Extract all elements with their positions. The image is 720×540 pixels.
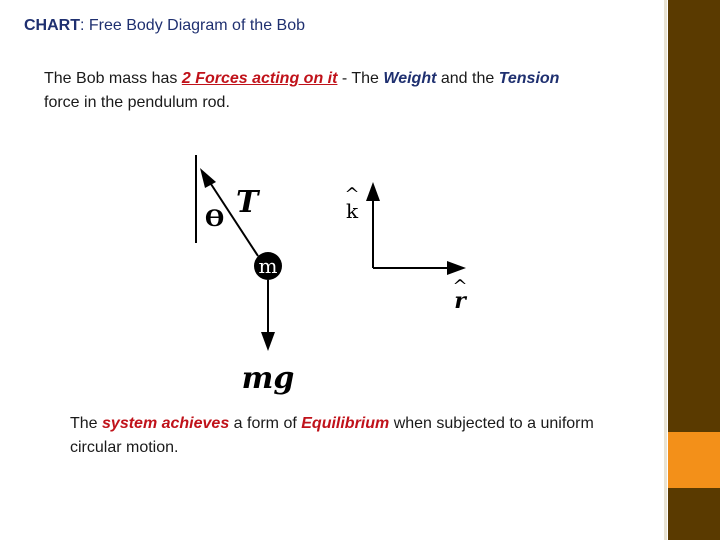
sidebar-accent-block <box>668 432 720 488</box>
title-text: : Free Body Diagram of the Bob <box>80 17 305 34</box>
slide-title: CHART: Free Body Diagram of the Bob <box>24 17 305 35</box>
intro-text-2: - The <box>337 70 384 87</box>
r-hat-label: r <box>454 288 467 314</box>
equilibrium-term: Equilibrium <box>301 415 390 432</box>
conclusion-text-1: The <box>70 415 103 432</box>
weight-arrowhead <box>261 332 275 351</box>
weight-label: mg <box>242 361 295 396</box>
intro-text-3: and the <box>436 70 499 87</box>
title-label: CHART <box>24 17 80 34</box>
bob-mass <box>254 252 282 280</box>
conclusion-paragraph: The system achieves a form of Equilibriu… <box>70 412 610 460</box>
r-axis-arrowhead <box>447 261 466 275</box>
conclusion-text-3: when subjected to a uniform circular mot… <box>70 415 594 456</box>
conclusion-text-2: a form of <box>229 415 302 432</box>
free-body-diagram: T ϴ m mg ^ k ^ r <box>195 155 468 396</box>
tension-arrowhead <box>200 168 216 188</box>
sidebar-divider <box>664 0 667 540</box>
intro-text-4: force in the pendulum rod. <box>44 94 230 111</box>
r-hat-symbol: ^ <box>452 276 467 297</box>
forces-phrase: 2 Forces acting on it <box>181 70 338 87</box>
k-hat-label: k <box>346 199 359 223</box>
k-axis-arrowhead <box>366 182 380 201</box>
tension-arrow-line <box>208 180 259 257</box>
tension-term: Tension <box>498 70 560 87</box>
system-phrase: system achieves <box>102 415 230 432</box>
mass-label: m <box>259 254 278 278</box>
intro-text-1: The Bob mass has <box>44 70 182 87</box>
k-hat-symbol: ^ <box>344 184 359 205</box>
intro-paragraph: The Bob mass has 2 Forces acting on it -… <box>44 67 564 115</box>
angle-label: ϴ <box>205 206 224 232</box>
tension-label: T <box>236 185 261 220</box>
weight-term: Weight <box>383 70 437 87</box>
